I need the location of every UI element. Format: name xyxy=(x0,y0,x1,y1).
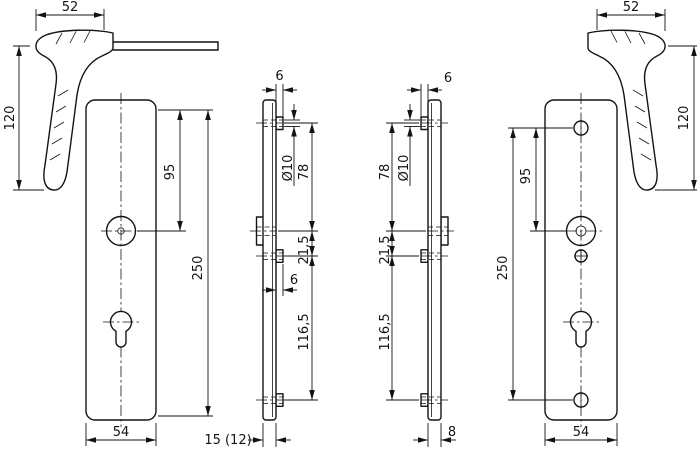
dim-right-top-to-hub: 78 xyxy=(378,164,393,181)
side-right-view: 6 Ø10 78 21,5 116,5 8 xyxy=(378,71,456,447)
side-left-dimensions: 6 Ø10 78 21,5 116,5 6 15 (1 xyxy=(204,69,318,448)
dim-left-hole-diameter: Ø10 xyxy=(281,155,296,182)
dim-right-overall-spacing: 250 xyxy=(496,256,511,281)
right-plate-profile xyxy=(427,99,442,421)
dim-left-handle-width: 52 xyxy=(62,0,79,15)
left-plate-profile xyxy=(262,99,277,421)
dim-left-plate-thickness: 15 (12) xyxy=(204,433,251,448)
dim-right-plate-thickness: 8 xyxy=(448,425,456,440)
front-right-view: 52 120 95 250 54 xyxy=(496,0,697,446)
dim-left-screw-to-bottom: 116,5 xyxy=(297,313,312,350)
dim-right-hub-to-screw: 21,5 xyxy=(378,236,393,265)
dim-right-handle-length: 120 xyxy=(677,106,692,131)
front-right-dimensions: 52 120 95 250 54 xyxy=(496,0,697,446)
dim-right-plate-width: 54 xyxy=(573,425,590,440)
left-backplate xyxy=(85,93,157,427)
side-left-view: 6 Ø10 78 21,5 116,5 6 15 (1 xyxy=(204,69,318,448)
left-lever-handle xyxy=(35,29,219,191)
right-profile-hidden-holes xyxy=(421,119,454,404)
right-euro-cylinder-hole xyxy=(569,310,593,348)
side-right-dimensions: 6 Ø10 78 21,5 116,5 8 xyxy=(378,71,456,447)
dim-left-top-to-hub: 78 xyxy=(297,164,312,181)
right-lever-handle xyxy=(587,29,666,191)
left-handle-outline xyxy=(35,29,114,191)
right-handle-hatching xyxy=(610,30,652,161)
dim-left-hub-to-screw: 21,5 xyxy=(297,236,312,265)
front-left-view: 52 120 95 250 54 xyxy=(3,0,219,446)
right-handle-outline xyxy=(587,29,666,191)
dim-right-hub-spacing: 95 xyxy=(519,168,534,185)
dim-left-overall-spacing: 250 xyxy=(191,256,206,281)
left-handle-hatching xyxy=(49,30,91,161)
left-profile-hidden-holes xyxy=(250,119,283,404)
right-backplate xyxy=(544,93,618,427)
dim-left-hub-spacing: 95 xyxy=(163,164,178,181)
dim-left-mid-boss-depth: 6 xyxy=(290,273,298,288)
dim-right-hole-diameter: Ø10 xyxy=(397,155,412,182)
dim-right-screw-to-bottom: 116,5 xyxy=(378,313,393,350)
dim-left-boss-depth: 6 xyxy=(275,69,283,84)
dim-right-boss-depth: 6 xyxy=(444,71,452,86)
dim-right-handle-width: 52 xyxy=(623,0,640,15)
left-euro-cylinder-hole xyxy=(109,310,133,348)
dim-left-handle-length: 120 xyxy=(3,106,18,131)
front-left-dimensions: 52 120 95 250 54 xyxy=(3,0,213,446)
dim-left-plate-width: 54 xyxy=(113,425,130,440)
